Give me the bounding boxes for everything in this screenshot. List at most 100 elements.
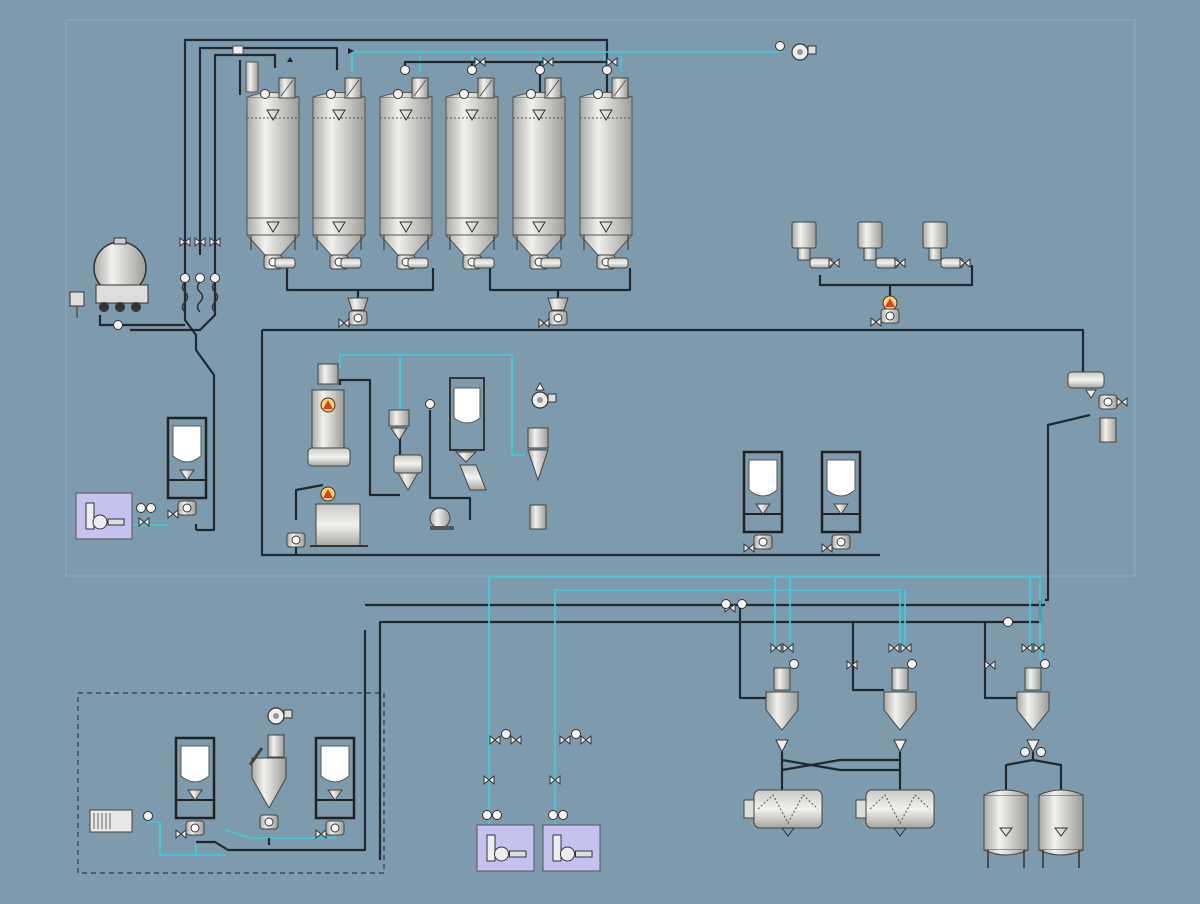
alarm-triangle [323, 489, 333, 498]
rotary-valve[interactable] [259, 814, 279, 830]
junction-hopper-2[interactable] [538, 297, 569, 329]
vacuum-receiver-main[interactable] [286, 363, 368, 548]
blower-icon[interactable] [267, 707, 293, 725]
rotary-valve[interactable] [880, 308, 900, 324]
tank-1[interactable] [983, 789, 1029, 868]
blower-bottom-2[interactable] [542, 824, 601, 872]
mixer-2[interactable] [855, 789, 935, 837]
valve-icon[interactable] [510, 734, 522, 746]
tank-in-1 [1004, 752, 1035, 790]
valve-icon[interactable] [870, 316, 882, 328]
minor-hopper-3[interactable] [922, 221, 971, 269]
valve-icon[interactable] [821, 542, 833, 554]
silo-3[interactable] [378, 77, 434, 270]
bigbag-right-2[interactable] [820, 450, 862, 554]
silo-1[interactable] [245, 77, 301, 270]
valve-icon[interactable] [483, 774, 495, 786]
blower-icon[interactable] [531, 391, 557, 409]
bag-discharge [755, 503, 771, 515]
hopper-body [251, 757, 287, 810]
bigbag-left[interactable] [166, 416, 208, 520]
valve-icon[interactable] [138, 516, 150, 528]
valve-icon[interactable] [888, 642, 900, 654]
valve-icon[interactable] [770, 642, 782, 654]
minor-hopper-1[interactable] [791, 221, 840, 269]
blower-bottom-1[interactable] [476, 824, 535, 872]
rotary-valve[interactable] [1098, 394, 1118, 410]
valve-icon[interactable] [1021, 642, 1033, 654]
sensor-icon [558, 810, 568, 820]
bigbag-bottom-1[interactable] [174, 736, 216, 840]
bigbag-bottom-2[interactable] [314, 736, 356, 840]
valve-icon[interactable] [984, 659, 996, 671]
valve-icon[interactable] [559, 734, 571, 746]
silo-4[interactable] [444, 77, 500, 270]
rotary-valve[interactable] [185, 820, 205, 836]
minor-hopper-2[interactable] [857, 221, 906, 269]
valve-icon[interactable] [315, 828, 327, 840]
valve-icon[interactable] [338, 317, 350, 329]
sensor-icon [143, 811, 153, 821]
rotary-valve[interactable] [348, 310, 368, 326]
dosing-area-frame [77, 692, 385, 874]
air-blower-top[interactable] [791, 43, 817, 61]
valve-icon[interactable] [743, 542, 755, 554]
junction-hopper-body [347, 297, 369, 311]
valve-body [194, 236, 206, 248]
tank-2[interactable] [1038, 789, 1084, 868]
valve-icon[interactable] [580, 734, 592, 746]
mixer-hopper-small[interactable] [248, 707, 293, 830]
silo-2[interactable] [311, 77, 367, 270]
rotary-valve[interactable] [286, 532, 306, 548]
rotary-valve[interactable] [177, 500, 197, 516]
silo-5[interactable] [511, 77, 567, 270]
tanker-truck-icon[interactable] [69, 237, 149, 330]
valve-body [743, 542, 755, 554]
valve-icon[interactable] [175, 828, 187, 840]
rotary-valve-rotor [758, 537, 768, 547]
valve-icon[interactable] [549, 774, 561, 786]
valve-icon[interactable] [606, 56, 618, 68]
valve-icon[interactable] [167, 508, 179, 520]
rotary-valve[interactable] [548, 310, 568, 326]
cyclone-separator[interactable] [1067, 371, 1128, 443]
mixer-1[interactable] [743, 789, 823, 837]
junction-hopper-1[interactable] [338, 297, 369, 329]
tank-bottom [1038, 849, 1084, 856]
receiver-3[interactable] [1016, 642, 1050, 754]
valve-icon[interactable] [538, 317, 550, 329]
valve-icon[interactable] [542, 56, 554, 68]
receiver-2[interactable] [883, 642, 917, 754]
rotary-valve[interactable] [753, 534, 773, 550]
bag-dump-station [315, 503, 361, 547]
silo-low-sensor [266, 221, 280, 233]
mixer-outlet [893, 827, 907, 837]
valve-icon[interactable] [194, 236, 206, 248]
rotary-valve[interactable] [831, 534, 851, 550]
blower-small-middle[interactable] [527, 381, 557, 530]
sieve-station[interactable] [388, 399, 454, 531]
sensor-icon [482, 810, 492, 820]
valve-icon[interactable] [1033, 642, 1045, 654]
rotary-valve[interactable] [325, 820, 345, 836]
valve-icon[interactable] [179, 236, 191, 248]
valve-icon[interactable] [209, 236, 221, 248]
receiver-1[interactable] [765, 642, 799, 754]
tanker-wheel [131, 302, 141, 312]
silo-6[interactable] [578, 77, 634, 270]
valve-icon[interactable] [959, 257, 971, 269]
vent-icon [593, 89, 603, 99]
valve-icon[interactable] [900, 642, 912, 654]
valve-icon[interactable] [782, 642, 794, 654]
valve-icon[interactable] [474, 56, 486, 68]
valve-icon[interactable] [846, 659, 858, 671]
cooling-unit[interactable] [89, 809, 153, 833]
bigbag-middle[interactable] [449, 377, 487, 491]
valve-icon[interactable] [828, 257, 840, 269]
valve-icon[interactable] [489, 734, 501, 746]
valve-icon[interactable] [1116, 396, 1128, 408]
bigbag-right-1[interactable] [742, 450, 784, 554]
blower-left[interactable] [75, 492, 133, 540]
valve-icon[interactable] [894, 257, 906, 269]
valve-body [828, 257, 840, 269]
